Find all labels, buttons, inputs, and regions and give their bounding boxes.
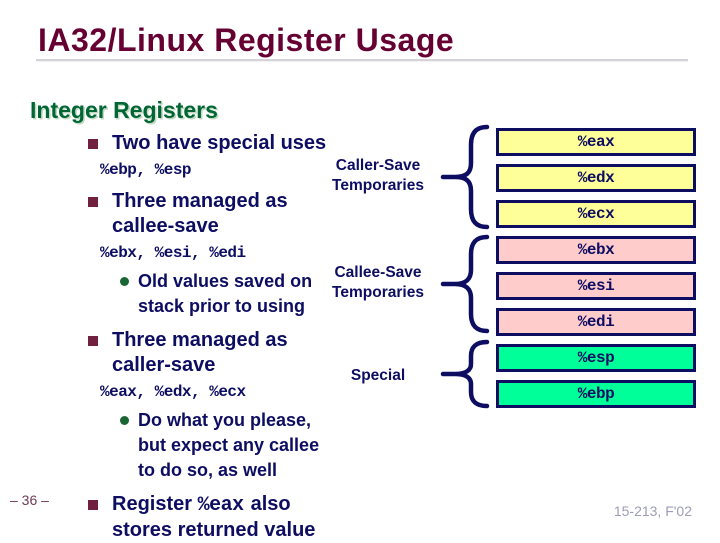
slide-title: IA32/Linux Register Usage (38, 22, 455, 58)
caller-save-label: Caller-Save Temporaries (308, 156, 448, 196)
list-item: Three managed as caller-save (88, 328, 388, 378)
register-box-eax: %eax (496, 128, 696, 156)
sub-list-item: Do what you please, but expect any calle… (120, 408, 388, 483)
register-box-ecx: %ecx (496, 200, 696, 228)
register-box-edi: %edi (496, 308, 696, 336)
list-item: Three managed as callee-save (88, 189, 388, 239)
register-names-text: %ebp, %esp (100, 161, 192, 179)
register-names-text: %eax, %edx, %ecx (100, 383, 246, 401)
round-bullet-icon (120, 277, 129, 286)
sub-bullet-line: Do what you please, (138, 410, 312, 430)
bullet-line: Three managed as (112, 329, 288, 351)
sub-bullet-line: to do so, as well (138, 460, 278, 480)
callee-save-label: Callee-Save Temporaries (308, 263, 448, 303)
label-line: Callee-Save (334, 264, 422, 281)
square-bullet-icon (88, 336, 98, 346)
special-label: Special (308, 366, 448, 386)
register-names-text: %ebx, %esi, %edi (100, 244, 246, 262)
register-box-ebx: %ebx (496, 236, 696, 264)
label-line: Temporaries (332, 284, 424, 301)
bullet-text-prefix: Register (112, 493, 193, 515)
bullet-list: Two have special uses %ebp, %esp Three m… (88, 131, 388, 543)
register-box-esi: %esi (496, 272, 696, 300)
list-item: Two have special uses (88, 131, 388, 156)
label-line: Special (350, 367, 406, 384)
label-line: Caller-Save (335, 157, 421, 174)
sub-bullet-line: Old values saved on (138, 271, 313, 291)
square-bullet-icon (88, 197, 98, 207)
course-footer: 15-213, F'02 (613, 503, 692, 519)
register-box-esp: %esp (496, 344, 696, 372)
square-bullet-icon (88, 139, 98, 149)
page-number: – 36 – (10, 492, 49, 508)
bullet-line: callee-save (112, 215, 219, 237)
inline-register-name: %eax (197, 494, 245, 517)
round-bullet-icon (120, 416, 129, 425)
title-divider (36, 59, 688, 62)
caller-save-brace-icon (440, 124, 490, 230)
section-heading: Integer Registers (30, 97, 218, 123)
label-line: Temporaries (332, 177, 424, 194)
bullet-line: Three managed as (112, 190, 288, 212)
bullet-line: stores returned value (112, 519, 316, 541)
bullet-line: caller-save (112, 354, 216, 376)
bullet-line: Two have special uses (112, 132, 327, 154)
callee-save-brace-icon (440, 234, 490, 334)
register-box-edx: %edx (496, 164, 696, 192)
sub-list-item: Old values saved on stack prior to using (120, 269, 388, 319)
sub-bullet-line: stack prior to using (138, 296, 306, 316)
square-bullet-icon (88, 500, 98, 510)
sub-bullet-line: but expect any callee (138, 435, 320, 455)
bullet-text-suffix: also (250, 493, 291, 515)
register-box-ebp: %ebp (496, 380, 696, 408)
special-brace-icon (440, 339, 490, 409)
